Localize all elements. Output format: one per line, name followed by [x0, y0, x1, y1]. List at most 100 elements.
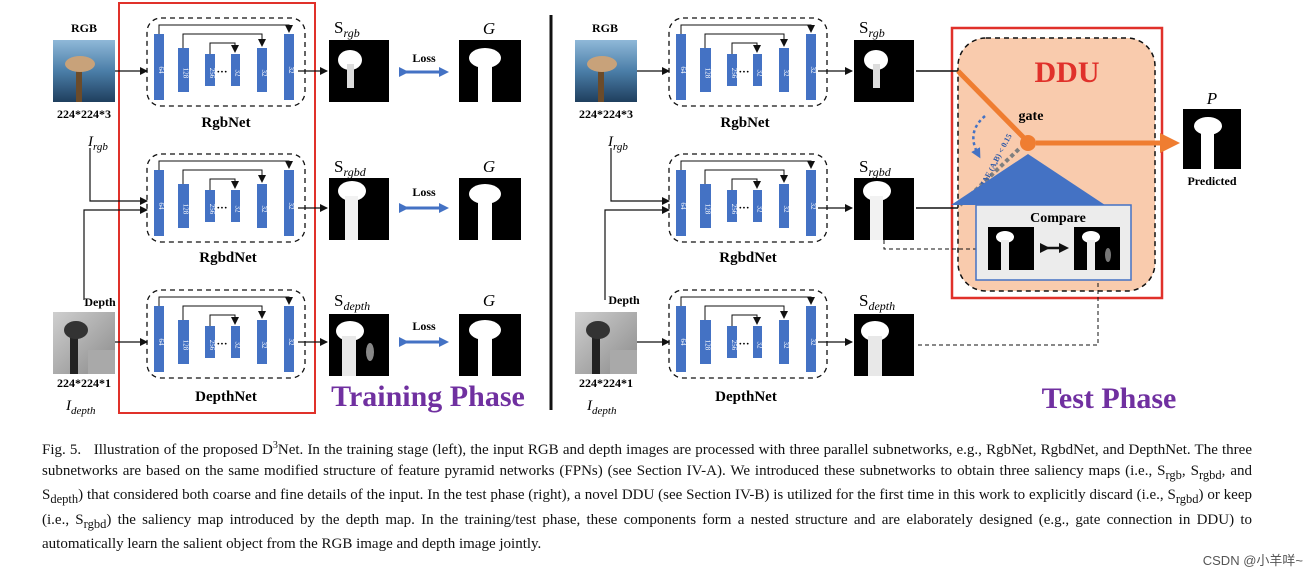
svg-text:Loss: Loss	[412, 185, 436, 199]
ddu-title: DDU	[1035, 56, 1100, 89]
feature-block	[753, 326, 762, 358]
net-dashed-frame	[146, 153, 306, 243]
feature-block	[231, 54, 240, 86]
feature-block	[257, 320, 267, 364]
test-s-rgb-map: Srgb	[854, 18, 914, 102]
feature-block-label: 128	[704, 68, 712, 79]
feature-block-label: 32	[234, 70, 242, 78]
feature-block	[284, 170, 294, 236]
p-label: P	[1206, 89, 1217, 108]
feature-block	[727, 54, 737, 86]
svg-text:Srgbd: Srgbd	[334, 157, 367, 179]
feature-block-label: 32	[782, 342, 790, 350]
test-phase-title: Test Phase	[1042, 382, 1177, 415]
test-depth-input-label: Depth	[608, 293, 640, 307]
rgb-to-rgbdnet-arrow	[89, 148, 148, 205]
test-s-rgbd-map: Srgbd	[854, 157, 914, 240]
feature-block	[676, 170, 686, 236]
loss-arrow-rgbd: Loss	[399, 185, 449, 213]
net-dashed-frame	[668, 153, 828, 243]
feature-block-label: 64	[157, 67, 165, 75]
d3net-diagram: RGB 224*224*3 Irgb Depth 224*224*1 Idept…	[53, 2, 1241, 417]
ground-truth-depth: G	[459, 291, 521, 376]
depth-input-image	[53, 312, 115, 374]
feature-block-label: 32	[809, 67, 817, 75]
svg-text:Srgbd: Srgbd	[859, 157, 892, 179]
rgb-input-image	[53, 40, 115, 102]
feature-block-label: 64	[679, 67, 687, 75]
rgb-input-label: RGB	[71, 21, 97, 35]
rgbnet-name: RgbNet	[201, 115, 250, 131]
feature-block	[727, 190, 737, 222]
svg-text:Sdepth: Sdepth	[859, 291, 895, 313]
gate-switch-arc	[971, 115, 986, 159]
feature-block-label: 256	[208, 340, 216, 351]
feature-block	[178, 48, 189, 92]
caption-fig-number: Fig. 5.	[42, 442, 82, 458]
test-rgb-size-label: 224*224*3	[579, 107, 633, 121]
loss-arrow-depth: Loss	[399, 319, 449, 347]
compare-label: Compare	[1030, 211, 1086, 226]
svg-text:G: G	[483, 291, 495, 310]
feature-block-label: 128	[182, 204, 190, 215]
predicted-map	[1183, 109, 1241, 169]
feature-block	[700, 184, 711, 228]
svg-text:Sdepth: Sdepth	[334, 291, 370, 313]
feature-block	[231, 326, 240, 358]
figure-caption: Fig. 5. Illustration of the proposed D3N…	[42, 440, 1252, 553]
feature-block	[806, 306, 816, 372]
test-rgb-input-image	[575, 40, 637, 102]
feature-block	[779, 48, 789, 92]
feature-block	[284, 34, 294, 100]
gate-rgb-line	[956, 69, 1028, 142]
feature-block-label: 32	[287, 339, 295, 347]
feature-block-label: 256	[208, 68, 216, 79]
compare-map-b	[1074, 227, 1120, 270]
gate-label: gate	[1019, 109, 1044, 124]
svg-text:Loss: Loss	[412, 319, 436, 333]
feature-block	[205, 326, 215, 358]
feature-block-label: 128	[182, 68, 190, 79]
rgb-size-label: 224*224*3	[57, 107, 111, 121]
feature-block	[676, 306, 686, 372]
feature-block	[727, 326, 737, 358]
depth-input-label: Depth	[84, 295, 116, 309]
block-dots: ···	[216, 66, 227, 78]
predicted-label: Predicted	[1187, 174, 1236, 188]
s-rgb-map: Srgb	[329, 18, 389, 102]
compare-triangle	[951, 154, 1105, 205]
test-depth-input-image	[575, 312, 637, 374]
feature-block-label: 32	[260, 342, 268, 350]
svg-text:Loss: Loss	[412, 51, 436, 65]
feature-block-label: 32	[234, 206, 242, 214]
csdn-watermark: CSDN @小羊咩~	[1202, 553, 1303, 568]
training-phase-title: Training Phase	[331, 380, 525, 413]
feature-block	[154, 34, 164, 100]
net-dashed-frame	[146, 17, 306, 107]
feature-block	[205, 54, 215, 86]
feature-block	[676, 34, 686, 100]
feature-block-label: 256	[208, 204, 216, 215]
block-dots: ···	[738, 66, 749, 78]
feature-block	[257, 184, 267, 228]
feature-block	[205, 190, 215, 222]
test-section: RGB 224*224*3 Irgb Depth 224*224*1 Idept…	[575, 17, 1241, 417]
feature-block	[178, 184, 189, 228]
net-dashed-frame	[668, 289, 828, 379]
feature-block	[700, 48, 711, 92]
block-dots: ···	[738, 202, 749, 214]
feature-block-label: 256	[730, 340, 738, 351]
s-rgbd-map: Srgbd	[329, 157, 389, 240]
gate-node	[1020, 135, 1036, 151]
feature-block-label: 32	[234, 342, 242, 350]
feature-block-label: 32	[782, 70, 790, 78]
test-rgb-input-label: RGB	[592, 21, 618, 35]
ground-truth-rgbd: G	[459, 157, 521, 240]
svg-text:Srgb: Srgb	[859, 18, 885, 40]
